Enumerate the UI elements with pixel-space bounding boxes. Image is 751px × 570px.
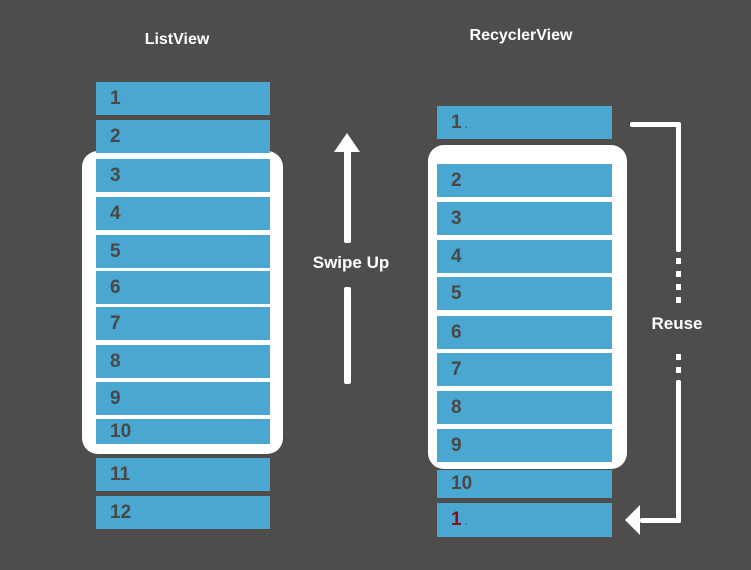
list-item: 3 [437,202,612,235]
row-number: 4 [451,246,462,267]
list-item: 7 [96,307,270,340]
list-item: 11 [96,458,270,491]
row-number-suffix: . [464,117,468,131]
row-number: 11 [110,464,131,485]
list-item: 4 [96,197,270,230]
list-item: 7 [437,353,612,386]
row-number: 5 [451,283,462,304]
row-number: 3 [451,208,462,229]
row-number: 8 [451,397,462,418]
list-item: 8 [96,345,270,378]
left-panel-title: ListView [144,31,210,48]
reuse-label: Reuse [651,314,703,333]
reuse-bracket-vertical-lower [676,380,681,523]
right-panel-title: RecyclerView [469,27,573,44]
row-number: 6 [451,322,462,343]
reuse-arrowhead-icon [625,505,640,535]
reuse-dash [676,258,681,264]
list-item: 4 [437,240,612,273]
list-item: 2 [437,164,612,197]
row-number: 7 [110,313,121,334]
list-item: 8 [437,391,612,424]
reuse-dash [676,297,681,303]
reuse-dash [676,284,681,290]
reuse-dash [676,271,681,277]
list-item: 5 [437,277,612,310]
swipe-up-arrowhead-icon [334,133,360,152]
list-item: 10 [437,470,612,498]
row-number: 9 [110,388,121,409]
list-item: 9 [96,382,270,415]
row-number-suffix: . [464,514,468,528]
row-number: 2 [451,170,462,191]
list-item: 5 [96,235,270,268]
row-number: 9 [451,435,462,456]
list-item: 6 [96,271,270,304]
swipe-up-arrow-line-upper [344,150,351,243]
row-number: 10 [451,473,473,494]
row-number: 8 [110,351,121,372]
row-number: 1 [451,509,462,530]
list-item: 10 [96,419,270,444]
reuse-dash [676,367,681,373]
list-item: 1. [437,503,612,537]
row-number: 4 [110,203,121,224]
reuse-bracket-bottom-line [640,518,681,523]
row-number: 1 [110,88,121,109]
row-number: 2 [110,126,121,147]
reuse-bracket-vertical-upper [676,122,681,252]
list-item: 1. [437,106,612,139]
list-item: 12 [96,496,270,529]
swipe-up-arrow-line-lower [344,287,351,384]
row-number: 10 [110,421,132,442]
row-number: 5 [110,241,121,262]
swipe-up-label: Swipe Up [312,253,390,272]
list-item: 9 [437,429,612,462]
reuse-bracket-top-line [630,122,681,127]
row-number: 6 [110,277,121,298]
row-number: 1 [451,112,462,133]
list-item: 1 [96,82,270,115]
row-number: 7 [451,359,462,380]
list-item: 6 [437,316,612,349]
row-number: 3 [110,165,121,186]
reuse-dash [676,354,681,360]
list-item: 3 [96,159,270,192]
row-number: 12 [110,502,132,523]
list-item: 2 [96,120,270,153]
